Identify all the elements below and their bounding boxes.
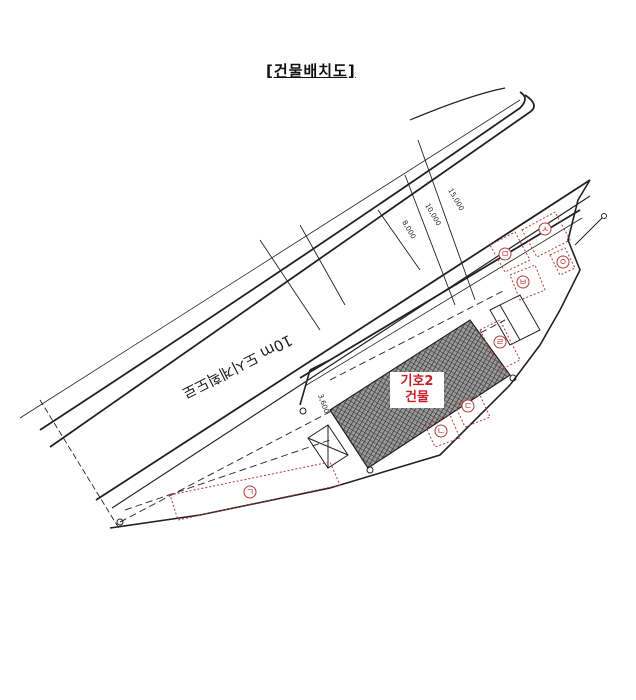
dimension-lines <box>39 139 476 531</box>
zone-siot-outline <box>521 211 571 258</box>
zone-marker-digeut <box>461 399 475 413</box>
zone-symbol: ㄹ <box>496 338 504 348</box>
dim-10000: 10,000 <box>423 202 442 227</box>
zone-marker-giyeok <box>243 485 257 499</box>
dim-15000: 15,000 <box>446 187 465 212</box>
zone-marker-rieul <box>493 335 507 349</box>
zone-marker-nieun <box>434 424 448 438</box>
zone-mieum-outline <box>489 231 531 273</box>
zone-digeut-outline <box>454 394 491 428</box>
zone-outlines <box>169 211 576 521</box>
zone-bieup-outline <box>509 264 546 301</box>
building-label: 기호2 건물 <box>390 372 444 408</box>
zone-symbol: ㄱ <box>246 488 254 498</box>
building-label-line2: 건물 <box>405 390 429 405</box>
road-lines <box>19 87 591 509</box>
site-boundary <box>109 179 607 529</box>
setback-lines <box>119 289 506 523</box>
zone-rieul-outline <box>479 319 521 371</box>
zone-symbol: ㅂ <box>519 278 527 288</box>
zone-nieun-outline <box>424 414 461 448</box>
zone-symbol: ㅇ <box>559 258 567 268</box>
zone-symbol: ㅁ <box>501 250 509 260</box>
zone-marker-ieung <box>556 255 570 269</box>
survey-point-icons <box>116 374 517 526</box>
structures <box>307 294 541 469</box>
zone-symbols: ㄱ ㄴ ㄷ ㄹ ㅁ ㅂ ㅅ ㅇ <box>246 225 567 498</box>
drawing-title: [건물배치도] <box>266 62 356 80</box>
zone-symbol: ㅅ <box>541 225 549 235</box>
zone-markers <box>243 222 570 499</box>
zone-marker-bieup <box>516 275 530 289</box>
dim-3600: 3,600 <box>316 393 330 415</box>
zone-giyeok-outline <box>169 461 341 521</box>
zone-symbol: ㄷ <box>464 402 472 412</box>
building-label-line1: 기호2 <box>400 374 434 389</box>
road-label: 10m 도시계획도로 <box>179 331 295 402</box>
zone-marker-mieum <box>498 247 512 261</box>
zone-marker-siot <box>538 222 552 236</box>
zone-symbol: ㄴ <box>437 427 445 437</box>
dim-8000: 8,000 <box>400 219 417 240</box>
